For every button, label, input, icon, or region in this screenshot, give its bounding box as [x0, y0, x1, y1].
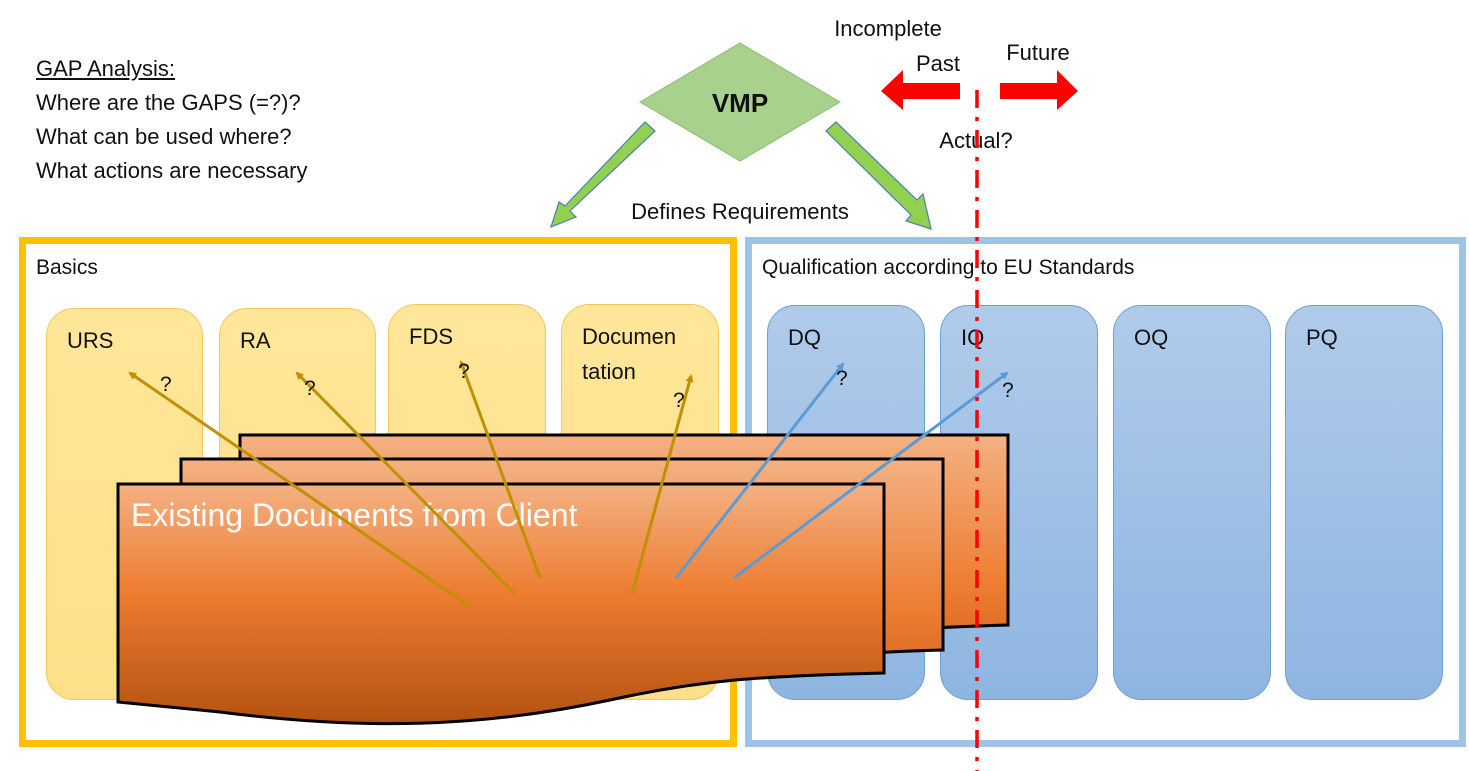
card-oq: OQ [1113, 305, 1271, 700]
future-label: Future [1006, 40, 1070, 65]
question-mark-ra: ? [304, 377, 316, 400]
question-mark-dq: ? [836, 367, 848, 390]
future-arrow-icon [1000, 70, 1078, 110]
card-oq-label: OQ [1134, 325, 1169, 350]
gap-analysis-block: GAP Analysis: Where are the GAPS (=?)? W… [36, 52, 307, 188]
defines-requirements-caption: Defines Requirements [631, 199, 849, 224]
incomplete-label: Incomplete [834, 16, 942, 41]
document-stack: Existing Documents from Client [116, 433, 1010, 726]
arrow-to-ra [295, 371, 517, 596]
vmp-arrow-left [550, 121, 656, 229]
basics-title: Basics [36, 256, 98, 279]
card-documentation-label: Documen tation [582, 324, 677, 384]
card-pq-label: PQ [1306, 325, 1338, 350]
gap-question-1: Where are the GAPS (=?)? [36, 90, 301, 115]
qualification-title: Qualification according to EU Standards [762, 256, 1135, 279]
gap-question-3: What actions are necessary [36, 158, 308, 183]
past-arrow-icon [881, 70, 960, 110]
question-mark-documentation: ? [673, 389, 685, 412]
question-mark-iq: ? [1002, 379, 1014, 402]
arrow-to-documentation [630, 374, 694, 595]
arrow-to-dq [674, 362, 845, 579]
card-pq: PQ [1285, 305, 1443, 700]
gap-question-2: What can be used where? [36, 124, 292, 149]
card-urs-label: URS [67, 328, 114, 353]
card-dq-label: DQ [788, 325, 821, 350]
question-mark-fds: ? [458, 360, 470, 383]
document-front [116, 482, 886, 726]
card-fds-label: FDS [409, 324, 453, 349]
question-mark-urs: ? [160, 373, 172, 396]
card-ra-label: RA [240, 328, 271, 353]
gap-analysis-title: GAP Analysis: [36, 56, 175, 81]
vmp-arrow-right [825, 121, 932, 230]
arrow-to-fds [459, 360, 542, 579]
vmp-label: VMP [712, 88, 768, 118]
arrow-to-urs [128, 371, 473, 610]
vmp-diamond: VMP [639, 42, 841, 162]
past-label: Past [916, 51, 960, 76]
arrow-to-iq [733, 371, 1009, 580]
